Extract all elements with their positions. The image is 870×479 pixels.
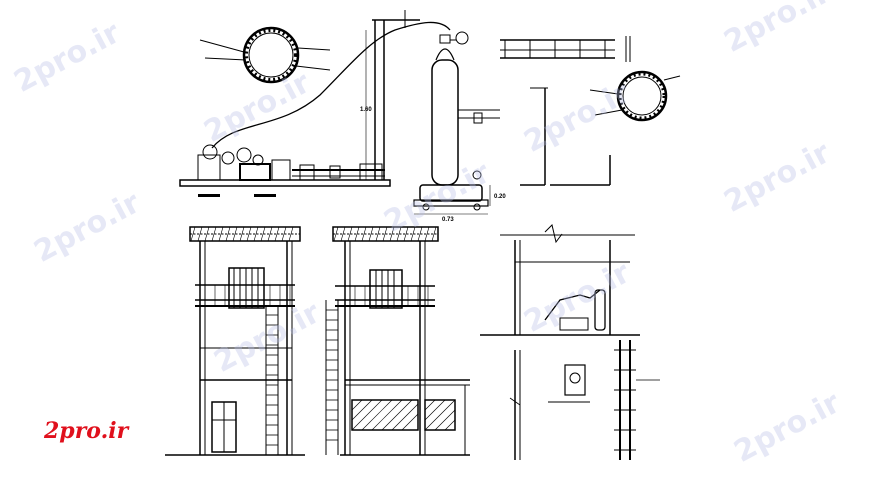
gas-cylinder-detail (413, 31, 500, 215)
railing-balusters (204, 285, 429, 306)
mast-height-dimension: 1.60 (360, 107, 372, 113)
pump-assembly-detail (179, 10, 451, 187)
base-width-dimension: 0.73 (442, 217, 454, 223)
tower-elevation-front (165, 226, 305, 456)
pipe-ring-section-detail (199, 26, 331, 84)
tower-elevation-side (325, 226, 470, 456)
window-hatching (351, 399, 456, 431)
channel-section-detail (520, 87, 611, 186)
railing-elevation-detail (500, 36, 631, 62)
brand-logo-text: 2pro.ir (44, 418, 129, 444)
ring-section-detail-2 (589, 70, 681, 122)
ladder-rungs (266, 309, 338, 446)
base-height-dimension: 0.20 (494, 194, 506, 200)
roof-hatching (190, 226, 437, 242)
ground-hatch (198, 194, 276, 197)
building-section-detail (480, 224, 660, 460)
